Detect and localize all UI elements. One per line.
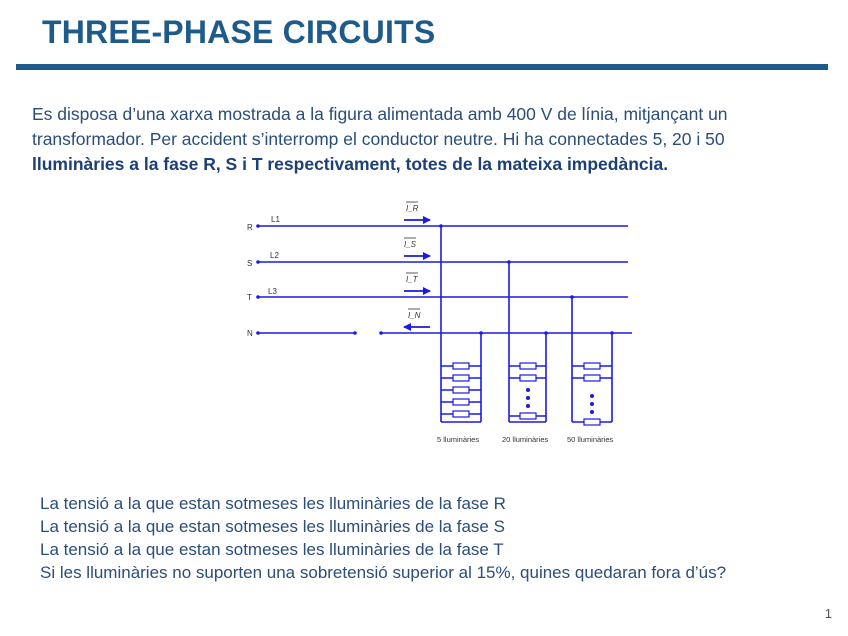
group-label-s: 20 lluminàries	[502, 435, 549, 444]
circuit-diagram: R S T N L1 L2 L3	[240, 196, 640, 457]
intro-line-3: lluminàries a la fase R, S i T respectiv…	[32, 154, 669, 174]
phase-label-t: T	[247, 293, 252, 302]
current-label-in: I_N	[408, 311, 421, 320]
title-divider	[16, 64, 828, 70]
intro-line-1: Es disposa d’una xarxa mostrada a la fig…	[32, 104, 728, 124]
question-2: La tensió a la que estan sotmeses les ll…	[40, 517, 505, 536]
current-label-ir: I_R	[406, 204, 419, 213]
question-3: La tensió a la que estan sotmeses les ll…	[40, 540, 504, 559]
slide-title: THREE-PHASE CIRCUITS	[42, 14, 436, 50]
phase-label-r: R	[247, 223, 253, 232]
current-labels: I_R I_S I_T I_N	[404, 201, 421, 320]
line-label-l1: L1	[271, 215, 280, 224]
line-label-l2: L2	[270, 251, 279, 260]
phase-label-s: S	[247, 259, 252, 268]
line-label-l3: L3	[268, 287, 277, 296]
group-label-t: 50 lluminàries	[567, 435, 614, 444]
current-label-is: I_S	[404, 240, 417, 249]
wires	[258, 225, 632, 423]
questions-list: La tensió a la que estan sotmeses les ll…	[40, 492, 830, 584]
group-label-r: 5 lluminàries	[437, 435, 479, 444]
current-arrows	[403, 216, 431, 331]
junction-dots	[256, 224, 614, 414]
page-number: 1	[824, 606, 832, 621]
question-4: Si les lluminàries no suporten una sobre…	[40, 563, 727, 582]
phase-label-n: N	[247, 329, 253, 338]
question-1: La tensió a la que estan sotmeses les ll…	[40, 494, 506, 513]
problem-statement: Es disposa d’una xarxa mostrada a la fig…	[32, 102, 822, 177]
intro-line-2: transformador. Per accident s’interromp …	[32, 129, 725, 149]
circuit-svg: R S T N L1 L2 L3	[247, 201, 632, 444]
current-label-it: I_T	[406, 275, 419, 284]
resistors	[452, 362, 601, 426]
